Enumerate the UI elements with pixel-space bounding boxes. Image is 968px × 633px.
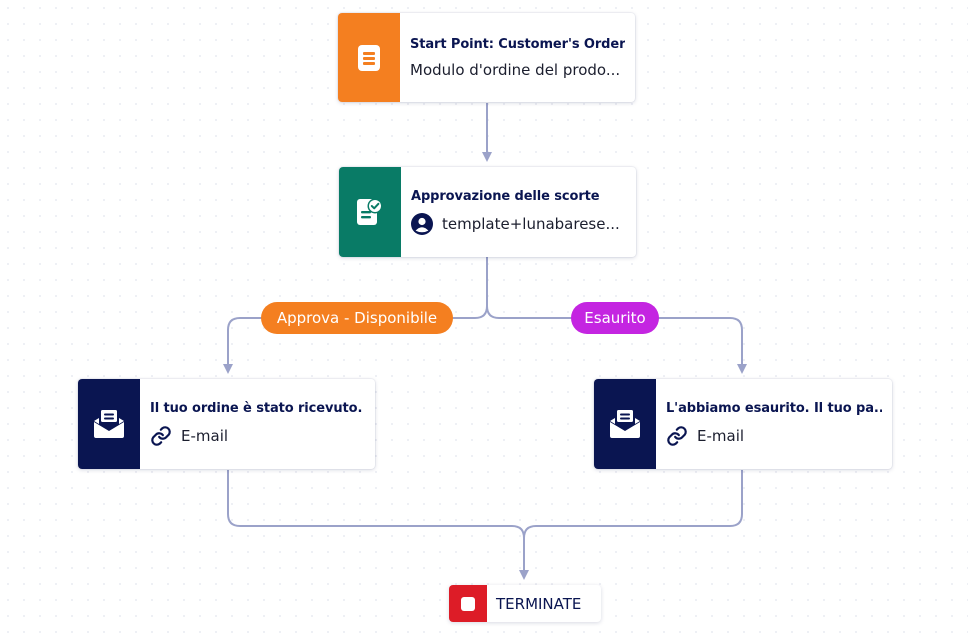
email-envelope-icon — [78, 379, 140, 469]
email-title: Il tuo ordine è stato ricevuto. — [150, 401, 363, 416]
email-node-order-received[interactable]: Il tuo ordine è stato ricevuto. E-mail — [78, 379, 375, 469]
link-icon — [150, 425, 172, 447]
user-avatar-icon — [411, 213, 433, 235]
branch-label-soldout[interactable]: Esaurito — [571, 302, 659, 334]
terminate-node[interactable]: TERMINATE — [449, 585, 601, 622]
start-point-node[interactable]: Start Point: Customer's Order Modulo d'o… — [338, 13, 635, 102]
stop-square-icon — [449, 585, 487, 622]
link-icon — [666, 425, 688, 447]
approval-assignee: template+lunabarese... — [442, 215, 620, 233]
approval-node[interactable]: Approvazione delle scorte template+lunab… — [339, 167, 636, 257]
connector-left-to-terminate — [227, 470, 529, 580]
email-type-row: E-mail — [666, 425, 882, 447]
approval-title: Approvazione delle scorte — [411, 189, 600, 204]
approval-check-icon — [339, 167, 401, 257]
branch-label-approve[interactable]: Approva - Disponibile — [261, 302, 453, 334]
connector-right-to-terminate — [523, 470, 743, 539]
connector-approval-to-right — [486, 305, 747, 374]
email-envelope-icon — [594, 379, 656, 469]
email-type: E-mail — [697, 427, 745, 445]
form-document-icon — [338, 13, 400, 102]
email-node-sold-out[interactable]: L'abbiamo esaurito. Il tuo pa... E-mail — [594, 379, 892, 469]
start-point-title: Start Point: Customer's Order — [410, 36, 625, 52]
email-type-row: E-mail — [150, 425, 365, 447]
approval-assignee-row: template+lunabarese... — [411, 213, 626, 235]
email-type: E-mail — [181, 427, 229, 445]
start-point-form-name: Modulo d'ordine del prodo... — [410, 60, 621, 79]
email-title: L'abbiamo esaurito. Il tuo pa... — [666, 401, 882, 416]
terminate-label: TERMINATE — [496, 594, 582, 613]
